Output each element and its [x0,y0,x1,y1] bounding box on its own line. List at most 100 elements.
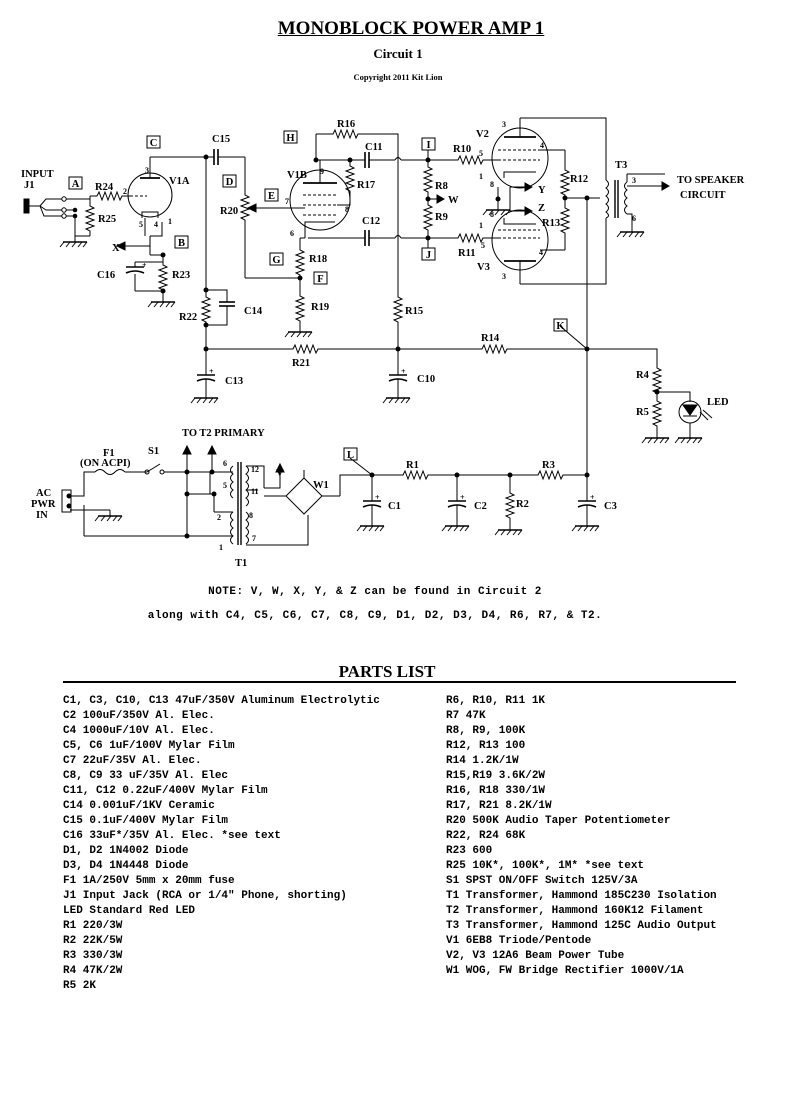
speaker-label-1: TO SPEAKER [677,175,745,186]
r23-label: R23 [172,270,190,281]
plus-sign: + [142,261,147,270]
page-subtitle: Circuit 1 [373,46,423,61]
input-label: INPUT [21,169,54,180]
parts-list-item: R14 1.2K/1W [446,755,519,767]
node-box-f [313,271,328,285]
t1-label: T1 [235,558,247,569]
c15-label: C15 [212,134,230,145]
pin-label: 1 [479,221,483,230]
f1-label: F1 [103,448,115,459]
c12-label: C12 [362,216,380,227]
node-box-i [421,137,436,151]
parts-list-item: R3 330/3W [63,950,123,962]
node-box-d [222,174,237,188]
node-label-b: B [178,238,185,249]
tube-v1a-label: V1A [169,176,190,187]
pin-label: 3 [632,176,636,185]
c10-label: C10 [417,374,435,385]
parts-list-item: T2 Transformer, Hammond 160K12 Filament [446,905,704,917]
r20-label: R20 [220,206,238,217]
pin-label: 2 [123,187,127,196]
c1-label: C1 [388,501,401,512]
j1-label: J1 [24,180,35,191]
r11-label: R11 [458,248,476,259]
parts-list-item: T1 Transformer, Hammond 185C230 Isolatio… [446,890,717,902]
plus-sign: + [460,493,465,502]
r13-label: R13 [542,218,560,229]
parts-list-item: R6, R10, R11 1K [446,695,546,707]
pin-label: 1 [479,172,483,181]
parts-list-item: V1 6EB8 Triode/Pentode [446,935,592,947]
node-box-k [553,318,568,332]
pin-label: 3 [502,272,506,281]
pin-label: 5 [223,481,227,490]
node-label-l: L [347,450,354,461]
pin-label: 8 [490,180,494,189]
schematic-diagram: A B C D E F G H I J K L V1A V1B V2 V3 R1… [21,117,745,569]
pin-label: 9 [320,167,324,176]
parts-list-item: R23 600 [446,845,493,857]
node-box-e [264,188,279,202]
node-box-c [146,135,161,149]
parts-list-item: D3, D4 1N4448 Diode [63,860,189,872]
parts-list-item: C16 33uF*/35V Al. Elec. *see text [63,830,281,842]
r2-label: R2 [516,499,529,510]
speaker-label-2: CIRCUIT [680,190,726,201]
node-box-b [174,235,189,249]
pin-label: 8 [249,511,253,520]
c16-label: C16 [97,270,115,281]
parts-list-item: R16, R18 330/1W [446,785,546,797]
node-label-k: K [556,321,565,332]
pin-label: 8 [345,205,349,214]
r10-label: R10 [453,144,471,155]
parts-list-item: R22, R24 68K [446,830,526,842]
y-label: Y [538,185,546,196]
pin-label: 1 [168,217,172,226]
node-label-c: C [150,138,158,149]
pin-label: 6 [632,214,636,223]
r9-label: R9 [435,212,448,223]
note-prefix: NOTE: [208,586,244,598]
parts-list-item: R15,R19 3.6K/2W [446,770,546,782]
pin-label: 11 [251,487,259,496]
r24-label: R24 [95,182,114,193]
parts-list-item: T3 Transformer, Hammond 125C Audio Outpu… [446,920,717,932]
node-label-d: D [226,177,234,188]
parts-list-item: LED Standard Red LED [63,905,196,917]
copyright-notice: Copyright 2011 Kit Lion [353,72,443,82]
ac-label-1: AC [36,488,51,499]
parts-list-item: R2 22K/5W [63,935,123,947]
note-text-1: V, W, X, Y, & Z can be found in Circuit … [250,586,542,598]
parts-list-item: C7 22uF/35V Al. Elec. [63,755,202,767]
node-label-i: I [426,140,430,151]
node-box-j [421,247,436,261]
to-t2-label: TO T2 PRIMARY [182,428,265,439]
parts-list-item: D1, D2 1N4002 Diode [63,845,189,857]
node-label-a: A [72,179,80,190]
r21-label: R21 [292,358,310,369]
r5-label: R5 [636,407,649,418]
pin-label: 6 [223,459,227,468]
pin-label: 4 [539,248,543,257]
r4-label: R4 [636,370,650,381]
plus-sign: + [209,367,214,376]
parts-list-left: C1, C3, C10, C13 47uF/350V Aluminum Elec… [63,694,380,994]
node-label-g: G [272,255,280,266]
v-label: V [276,468,284,479]
led-label: LED [707,397,729,408]
r19-label: R19 [311,302,329,313]
c2-label: C2 [474,501,487,512]
r25-label: R25 [98,214,116,225]
z-label: Z [538,203,545,214]
parts-list-item: R8, R9, 100K [446,725,526,737]
parts-list-item: C14 0.001uF/1KV Ceramic [63,800,215,812]
parts-list-item: R25 10K*, 100K*, 1M* *see text [446,860,645,872]
node-label-h: H [286,133,294,144]
pin-label: 2 [217,513,221,522]
pin-label: 4 [540,141,544,150]
pin-label: 1 [219,543,223,552]
parts-list-item: W1 WOG, FW Bridge Rectifier 1000V/1A [446,965,684,977]
w1-label: W1 [313,480,329,491]
parts-list-item: R4 47K/2W [63,965,123,977]
